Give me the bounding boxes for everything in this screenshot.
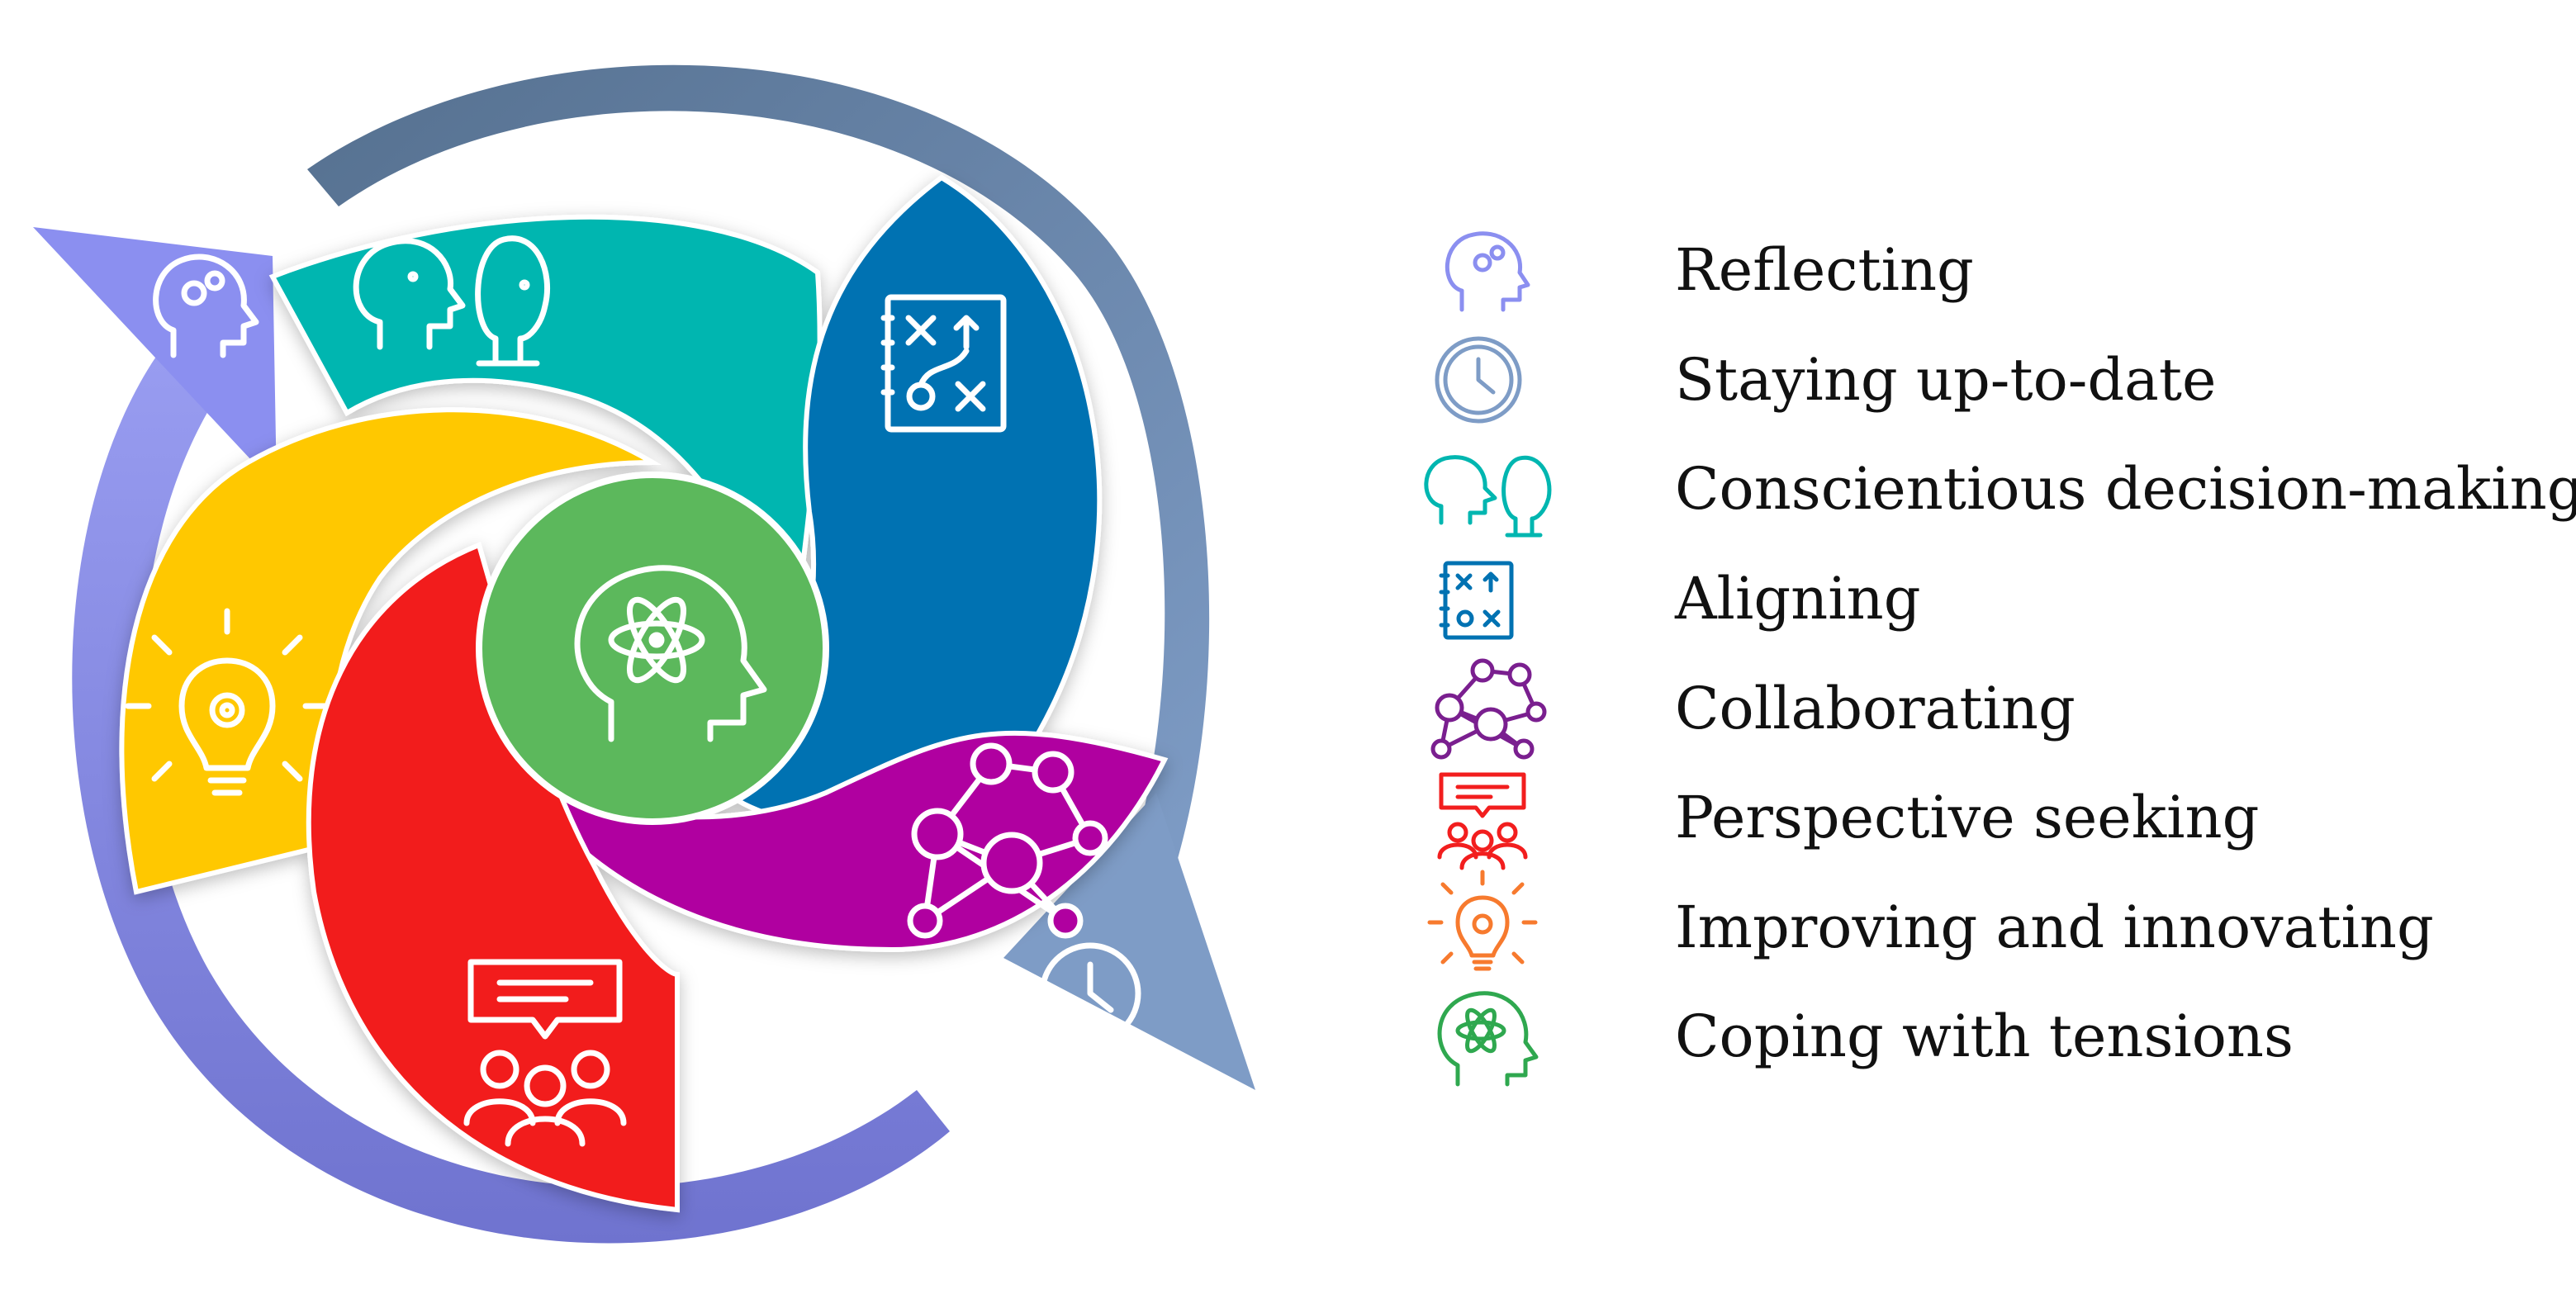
outer-arrow-top-right-band: [307, 64, 1210, 876]
lightbulb-gear-icon: [125, 608, 330, 796]
legend-icons: [1424, 231, 1552, 1087]
head-gears-icon: [153, 254, 259, 358]
legend-improving-and-innovating-icon: [1427, 870, 1538, 971]
legend-coping-with-tensions-icon: [1437, 991, 1539, 1087]
clock-icon: [1039, 942, 1141, 1045]
legend-collaborating-icon: [1430, 658, 1547, 760]
legend-label-conscientious-decision-making: Conscientious decision-making: [1675, 455, 2576, 523]
spiral-segments: [119, 174, 1169, 1213]
legend-label-perspective-seeking: Perspective seeking: [1675, 784, 2260, 851]
outer-arrow-right-head: [1003, 793, 1255, 1090]
diagram-icons: [125, 235, 1141, 1147]
legend-reflecting-icon: [1445, 231, 1530, 312]
legend-aligning-icon: [1439, 561, 1514, 640]
legend-label-improving-and-innovating: Improving and innovating: [1675, 893, 2434, 961]
outer-arrow-left-head: [33, 227, 277, 487]
legend-label-aligning: Aligning: [1675, 565, 1921, 633]
legend-label-coping-with-tensions: Coping with tensions: [1675, 1002, 2294, 1070]
strategy-board-icon: [880, 294, 1007, 433]
legend-label-reflecting: Reflecting: [1675, 236, 1974, 304]
segment-coping-with-tensions: [476, 472, 829, 825]
outer-cycle-arrows: [33, 64, 1255, 1244]
two-heads-icon: [353, 235, 551, 367]
segment-improving-and-innovating: [119, 407, 662, 895]
legend-label-staying-up-to-date: Staying up-to-date: [1675, 346, 2217, 414]
speech-group-icon: [463, 959, 627, 1147]
head-atom-icon: [574, 565, 767, 742]
legend-label-collaborating: Collaborating: [1675, 675, 2076, 742]
legend-staying-up-to-date-icon: [1435, 336, 1522, 424]
legend-perspective-seeking-icon: [1437, 772, 1528, 870]
outer-arrow-left-band: [72, 314, 951, 1244]
network-people-icon: [907, 742, 1108, 939]
segment-perspective-seeking: [306, 541, 680, 1213]
legend-conscientious-decision-making-icon: [1424, 455, 1552, 538]
